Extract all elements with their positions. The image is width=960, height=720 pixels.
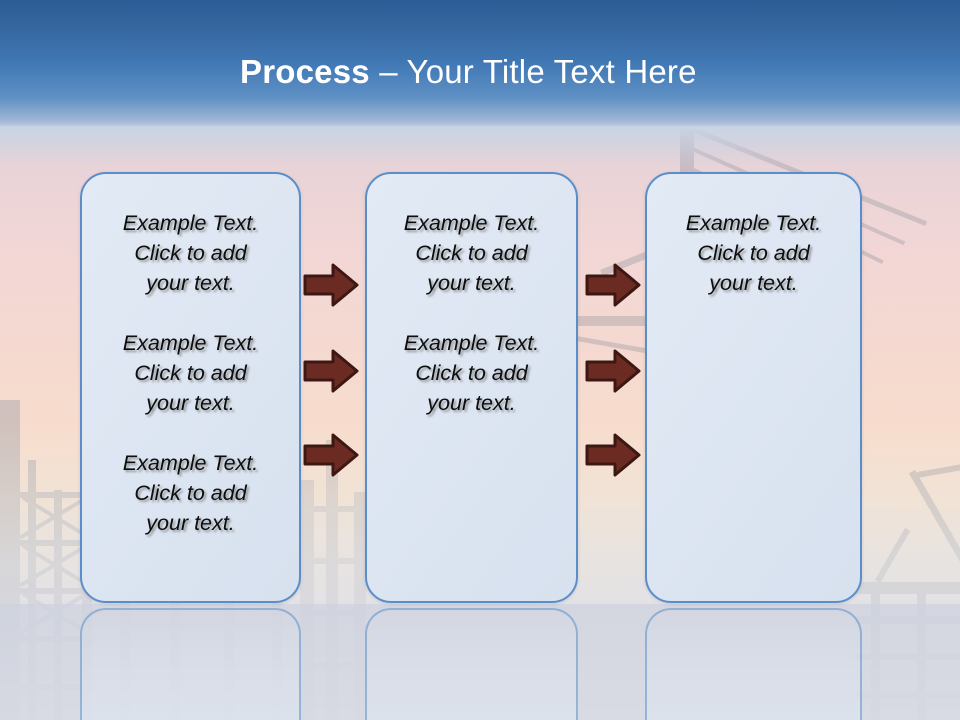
right-arrow-icon-2-1[interactable] bbox=[585, 262, 641, 308]
process-box-1-reflection bbox=[80, 608, 301, 720]
process-box-3-text-1[interactable]: Example Text. Click to add your text. bbox=[685, 211, 822, 295]
process-box-1-body: Example Text. Click to add your text. Ex… bbox=[92, 208, 289, 568]
right-arrow-icon-2-2[interactable] bbox=[585, 348, 641, 394]
process-box-1[interactable]: Example Text. Click to add your text. Ex… bbox=[80, 172, 301, 603]
process-box-3-reflection bbox=[645, 608, 862, 720]
right-arrow-icon-1-3[interactable] bbox=[303, 432, 359, 478]
process-box-3-body: Example Text. Click to add your text. bbox=[657, 208, 850, 328]
page-title-rest: – Your Title Text Here bbox=[369, 53, 697, 90]
process-box-1-text-3[interactable]: Example Text. Click to add your text. bbox=[122, 451, 259, 535]
process-box-1-text-1[interactable]: Example Text. Click to add your text. bbox=[122, 211, 259, 295]
process-box-2-text-2[interactable]: Example Text. Click to add your text. bbox=[403, 331, 540, 415]
page-title-strong: Process bbox=[240, 53, 370, 90]
header-fade bbox=[0, 126, 960, 166]
header-band bbox=[0, 0, 960, 128]
process-box-1-text-2[interactable]: Example Text. Click to add your text. bbox=[122, 331, 259, 415]
right-arrow-icon-1-1[interactable] bbox=[303, 262, 359, 308]
right-arrow-icon-1-2[interactable] bbox=[303, 348, 359, 394]
process-box-2[interactable]: Example Text. Click to add your text. Ex… bbox=[365, 172, 578, 603]
process-box-3[interactable]: Example Text. Click to add your text. bbox=[645, 172, 862, 603]
process-box-2-reflection bbox=[365, 608, 578, 720]
page-title: Process – Your Title Text Here bbox=[240, 50, 697, 94]
process-box-2-text-1[interactable]: Example Text. Click to add your text. bbox=[403, 211, 540, 295]
process-box-2-body: Example Text. Click to add your text. Ex… bbox=[377, 208, 566, 448]
right-arrow-icon-2-3[interactable] bbox=[585, 432, 641, 478]
